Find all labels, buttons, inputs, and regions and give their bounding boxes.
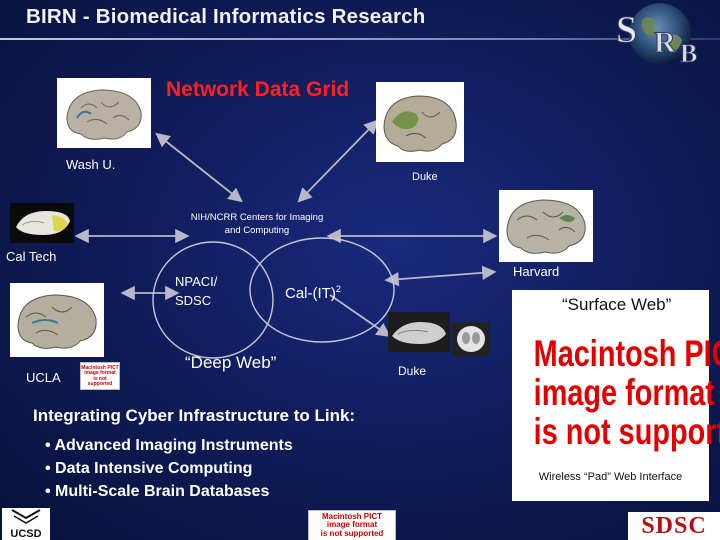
pict-bottom-line2: image format [326,520,378,530]
mouse-slice-image [388,312,450,352]
sdsc-logo: SDSC [628,512,720,540]
pict-large-line2: image format [533,372,715,413]
sdsc-logo-text: SDSC [641,513,707,539]
integrating-heading: Integrating Cyber Infrastructure to Link… [33,406,356,425]
calit-ellipse [249,237,395,343]
ucsd-logo-text: UCSD [10,528,41,540]
pict-placeholder-small-ucla: Macintosh PICT image format is not suppo… [80,362,120,390]
calit-text: Cal-(IT) [285,285,336,302]
brain-image-harvard [499,190,593,262]
site-label-caltech: Cal Tech [6,249,57,264]
arrow-duke-top [297,119,379,203]
srb-logo: S R B [616,3,698,68]
svg-text:R: R [654,26,676,59]
arrow-duke-bottom [329,294,391,338]
pict-large-line1: Macintosh PICT [533,333,720,374]
pict-bottom-line1: Macintosh PICT [321,512,382,521]
npaci-ellipse [152,241,274,359]
pict-placeholder-bottom: Macintosh PICT image format is not suppo… [308,510,396,540]
bullet-item: • Data Intensive Computing [45,460,253,477]
calit-superscript: 2 [335,284,341,294]
bullet-list: • Advanced Imaging Instruments • Data In… [45,434,293,503]
brain-image-ucla [10,283,104,357]
svg-text:S: S [616,9,637,51]
ucsd-logo: UCSD [2,508,50,540]
surface-web-label: “Surface Web” [562,295,672,314]
site-label-ucla: UCLA [26,370,61,385]
bullet-item: • Multi-Scale Brain Databases [45,483,270,500]
pict-small-line1: Macintosh PICT [81,365,119,371]
brain-image-washu [57,78,151,148]
arrow-washu [155,132,243,203]
wireless-pad-caption: Wireless “Pad” Web Interface [538,471,683,483]
deep-web-label: “Deep Web” [185,353,277,372]
arrow-harvard-lower [384,265,497,287]
pict-placeholder-large: Macintosh PICT image format is not suppo… [533,333,720,452]
pict-small-line3: is not supported [87,375,113,387]
bullet-item: • Advanced Imaging Instruments [45,437,293,454]
nih-center-label: NIH/NCRR Centers for Imaging and Computi… [190,212,324,236]
pict-small-line2: image format [84,370,116,377]
slide-title: BIRN - Biomedical Informatics Research [26,5,426,28]
svg-text:B: B [680,39,697,68]
calit-label: Cal-(IT)2 [285,284,341,302]
title-divider [0,38,720,40]
npaci-sdsc-label: NPACI/ SDSC [175,274,218,308]
surface-web-panel: “Surface Web” Macintosh PICT image forma… [512,290,720,501]
pict-large-line3: is not supported [533,411,720,452]
network-title: Network Data Grid [166,78,350,101]
site-label-duke-top: Duke [412,171,438,183]
site-label-washu: Wash U. [66,157,116,172]
site-label-duke-bottom: Duke [398,364,427,378]
mouse-brain-image-caltech [10,203,74,243]
pict-bottom-line3: is not supported [320,528,384,538]
brain-section-image [452,322,490,356]
site-label-harvard: Harvard [513,264,560,279]
brain-image-duke-top [376,82,464,162]
